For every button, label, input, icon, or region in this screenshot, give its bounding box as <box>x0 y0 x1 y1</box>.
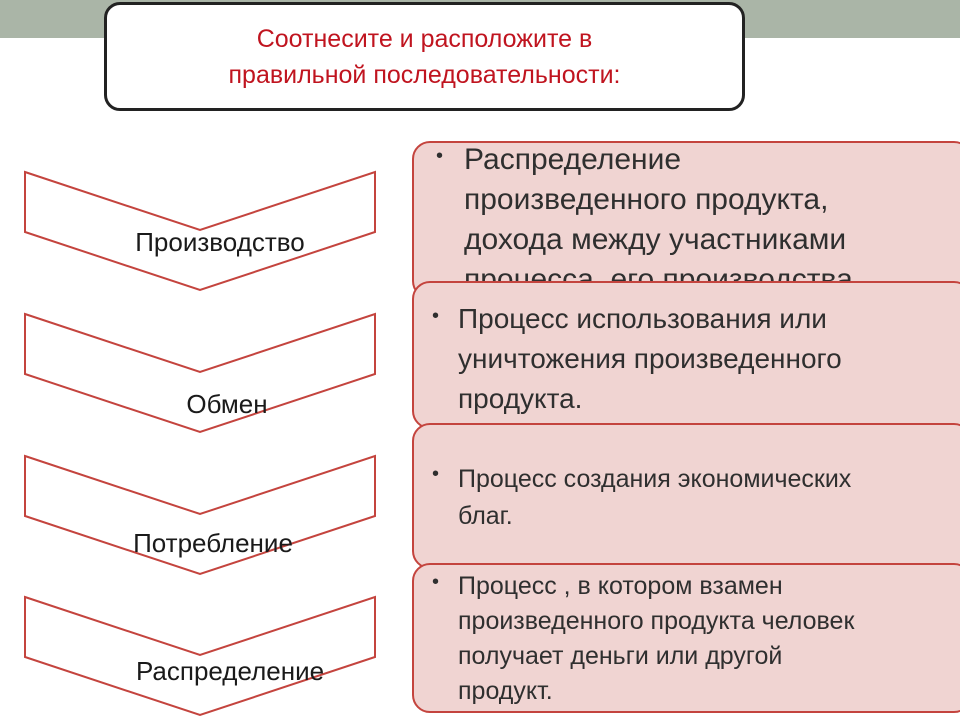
definition-card-4[interactable]: • Процесс , в котором взамен произведенн… <box>412 563 960 713</box>
stage-label-production: Производство <box>135 227 305 257</box>
bullet-icon: • <box>432 463 440 485</box>
stage-label-exchange: Обмен <box>186 389 268 419</box>
definition-card-2[interactable]: • Процесс использования или уничтожения … <box>412 281 960 429</box>
definition-text-4: Процесс , в котором взамен произведенног… <box>458 572 855 705</box>
bullet-icon: • <box>436 145 444 167</box>
stage-label-consumption: Потребление <box>133 528 293 558</box>
chevron-shape-2[interactable] <box>24 312 376 434</box>
definition-card-3[interactable]: • Процесс создания экономических благ. <box>412 423 960 569</box>
stage-chevrons <box>24 170 376 717</box>
chevron-shape-1[interactable] <box>24 170 376 292</box>
chevron-shape-4[interactable] <box>24 595 376 717</box>
stage-label-distribution: Распределение <box>135 656 325 686</box>
bullet-icon: • <box>432 571 440 593</box>
definition-text-1: Распределение произведенного продукта, д… <box>464 143 853 296</box>
instruction-title: Соотнесите и расположите в правильной по… <box>228 24 621 89</box>
definition-text-2: Процесс использования или уничтожения пр… <box>458 303 842 414</box>
instruction-box: Соотнесите и расположите в правильной по… <box>104 2 745 111</box>
definition-card-1[interactable]: • Распределение произведенного продукта,… <box>412 141 960 299</box>
bullet-icon: • <box>432 305 440 327</box>
chevron-shape-3[interactable] <box>24 454 376 576</box>
definition-text-3: Процесс создания экономических благ. <box>458 465 852 530</box>
